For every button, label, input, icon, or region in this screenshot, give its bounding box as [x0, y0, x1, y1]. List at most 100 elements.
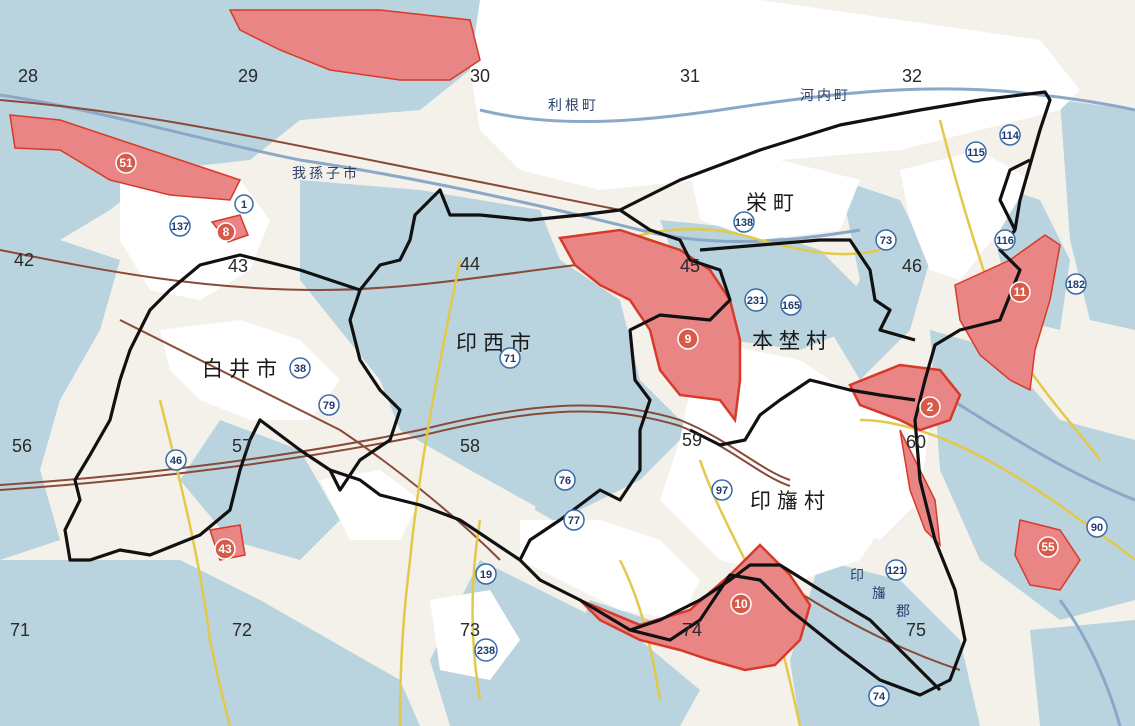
- grid-number: 58: [460, 436, 480, 456]
- svg-text:79: 79: [323, 400, 335, 412]
- svg-text:116: 116: [996, 235, 1014, 247]
- grid-number: 29: [238, 66, 258, 86]
- label-gun-2: 旛: [872, 586, 889, 602]
- grid-number: 60: [906, 432, 926, 452]
- route-marker: 79: [318, 394, 340, 416]
- route-marker: 114: [999, 124, 1021, 146]
- grid-number: 73: [460, 620, 480, 640]
- grid-numbers: 28 29 30 31 32 42 43 44 45 46 56 57 58 5…: [10, 66, 926, 640]
- grid-number: 71: [10, 620, 30, 640]
- svg-text:71: 71: [504, 353, 516, 365]
- route-marker: 97: [711, 479, 733, 501]
- svg-text:73: 73: [880, 235, 892, 247]
- zone-marker[interactable]: 10: [730, 593, 752, 615]
- svg-text:55: 55: [1041, 540, 1055, 554]
- svg-text:38: 38: [294, 363, 306, 375]
- route-marker: 77: [563, 509, 585, 531]
- route-marker: 1: [234, 194, 254, 214]
- svg-text:1: 1: [241, 199, 247, 211]
- svg-text:76: 76: [559, 475, 571, 487]
- boundary-motono-sakae: [699, 238, 916, 342]
- svg-text:51: 51: [119, 156, 133, 170]
- grid-number: 59: [682, 430, 702, 450]
- svg-text:74: 74: [873, 691, 886, 703]
- zone-marker[interactable]: 43: [214, 538, 236, 560]
- grid-number: 56: [12, 436, 32, 456]
- route-marker: 46: [165, 449, 187, 471]
- grid-number: 74: [682, 620, 702, 640]
- boundary-inzai-motono: [518, 208, 732, 561]
- label-abiko: 我孫子市: [292, 165, 360, 182]
- grid-number: 30: [470, 66, 490, 86]
- zone-area-11: [954, 234, 1061, 392]
- zone-marker[interactable]: 2: [919, 396, 941, 418]
- label-motono: 本埜村: [752, 329, 833, 353]
- route-marker: 137: [169, 215, 191, 237]
- zone-marker[interactable]: 8: [216, 222, 236, 242]
- grid-number: 72: [232, 620, 252, 640]
- svg-text:165: 165: [782, 300, 800, 312]
- svg-text:46: 46: [170, 455, 182, 467]
- boundary-outer: [63, 90, 1052, 697]
- grid-number: 32: [902, 66, 922, 86]
- svg-text:182: 182: [1067, 279, 1085, 291]
- boundary-shirai-inzai: [328, 289, 402, 492]
- route-marker: 19: [475, 563, 497, 585]
- svg-text:90: 90: [1091, 522, 1103, 534]
- grid-number: 57: [232, 436, 252, 456]
- zone-marker[interactable]: 51: [115, 152, 137, 174]
- route-marker: 38: [289, 357, 311, 379]
- grid-number: 45: [680, 256, 700, 276]
- svg-text:43: 43: [218, 542, 232, 556]
- grid-number: 44: [460, 254, 480, 274]
- route-marker: 115: [965, 141, 987, 163]
- zone-marker[interactable]: 11: [1009, 281, 1031, 303]
- label-gun-1: 印: [850, 568, 867, 584]
- route-marker: 71: [499, 347, 521, 369]
- boundary-sakae-east: [998, 158, 1031, 231]
- route-marker: 238: [474, 638, 498, 662]
- svg-text:115: 115: [967, 147, 985, 159]
- svg-text:114: 114: [1001, 130, 1020, 142]
- svg-text:19: 19: [480, 569, 492, 581]
- label-inzai: 印西市: [456, 331, 537, 355]
- grid-number: 31: [680, 66, 700, 86]
- route-marker: 74: [868, 685, 890, 707]
- route-marker: 138: [733, 211, 755, 233]
- route-marker: 182: [1065, 273, 1087, 295]
- svg-text:11: 11: [1014, 285, 1027, 299]
- svg-text:10: 10: [734, 597, 748, 611]
- grid-number: 42: [14, 250, 34, 270]
- municipal-boundaries: [63, 90, 1052, 697]
- route-markers: 1 137 138 73 116 114 115 182 231 165 71 …: [165, 124, 1108, 707]
- zone-marker[interactable]: 9: [677, 328, 699, 350]
- grid-number: 46: [902, 256, 922, 276]
- label-gun-3: 郡: [896, 604, 913, 620]
- label-inba: 印旛村: [750, 489, 831, 513]
- svg-text:137: 137: [171, 221, 189, 233]
- route-marker: 231: [744, 288, 768, 312]
- label-shirai: 白井市: [202, 357, 283, 381]
- label-sakae: 栄町: [746, 191, 800, 215]
- zone-marker[interactable]: 55: [1037, 536, 1059, 558]
- svg-text:97: 97: [716, 485, 728, 497]
- svg-text:121: 121: [887, 565, 905, 577]
- svg-text:9: 9: [685, 332, 692, 346]
- route-marker: 73: [875, 229, 897, 251]
- route-marker: 76: [554, 469, 576, 491]
- route-marker: 116: [994, 229, 1016, 251]
- svg-text:238: 238: [477, 645, 495, 657]
- svg-text:8: 8: [223, 225, 230, 239]
- label-kawachi: 河内町: [800, 88, 851, 104]
- zone-area-top: [228, 9, 481, 81]
- boundary-motono-inba: [689, 378, 916, 447]
- route-marker: 165: [780, 294, 802, 316]
- grid-number: 75: [906, 620, 926, 640]
- label-tone: 利根町: [548, 98, 599, 114]
- svg-text:2: 2: [927, 400, 934, 414]
- grid-number: 28: [18, 66, 38, 86]
- municipality-labels: 白井市 印西市 本埜村 栄町 印旛村 我孫子市 利根町 河内町 印 旛 郡: [202, 88, 913, 620]
- boundary-inba-south: [629, 563, 942, 692]
